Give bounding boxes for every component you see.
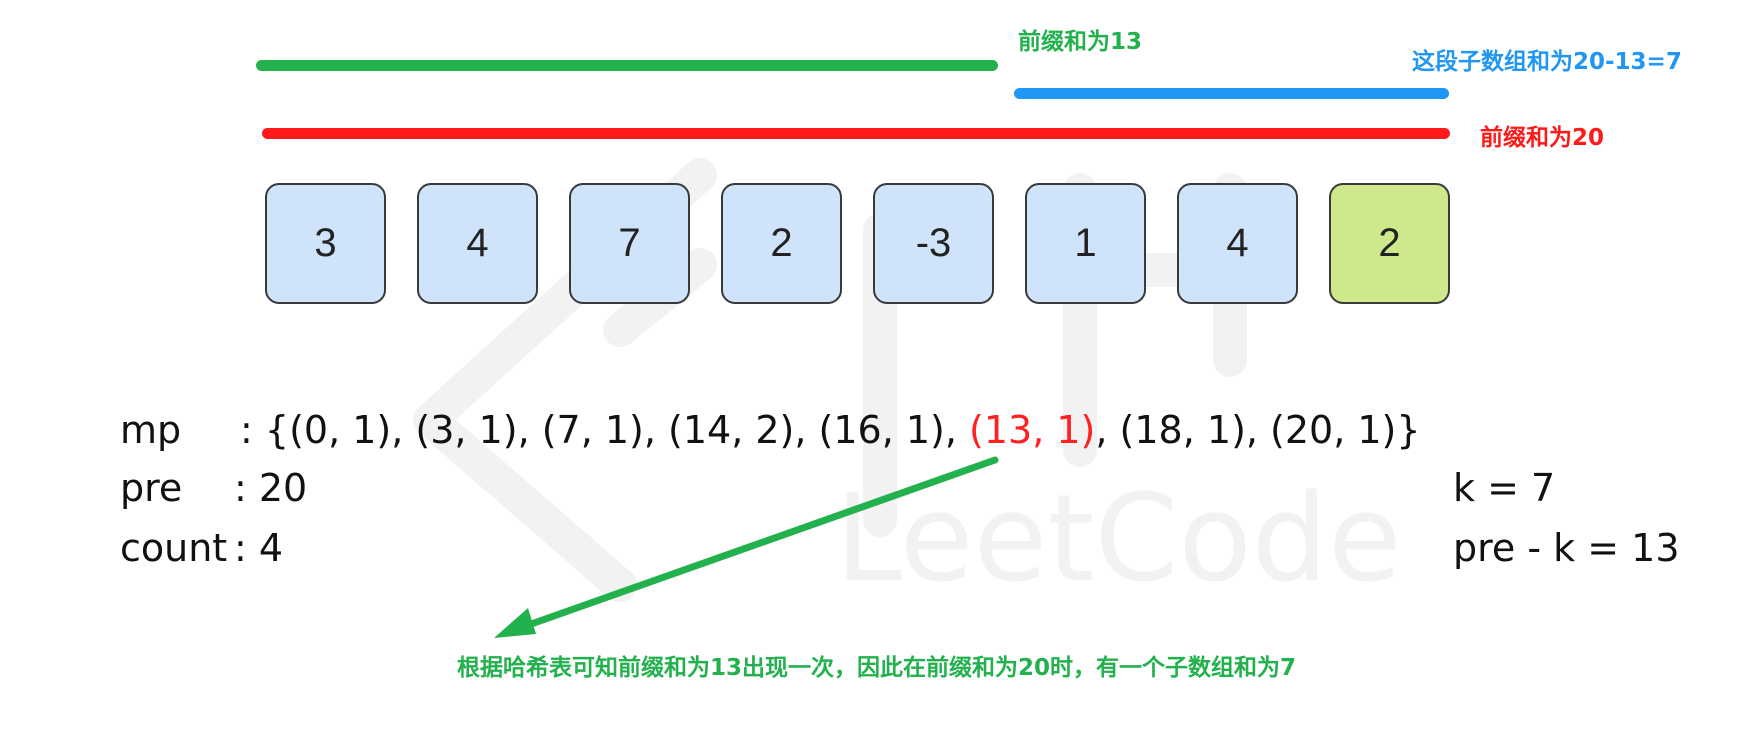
array-cell: 1 xyxy=(1025,183,1146,304)
mp-label: mp xyxy=(120,408,182,452)
explanation-note: 根据哈希表可知前缀和为13出现一次，因此在前缀和为20时，有一个子数组和为7 xyxy=(457,655,1297,681)
array-cell: -3 xyxy=(873,183,994,304)
watermark-text: LeetCode xyxy=(835,470,1402,609)
prefix-20-label: 前缀和为20 xyxy=(1480,125,1605,151)
pre-value: : 20 xyxy=(234,466,308,510)
mp-separator: : xyxy=(240,408,253,452)
count-value: : 4 xyxy=(234,526,284,570)
pre-line: pre : 20 xyxy=(120,466,307,510)
array-cell: 7 xyxy=(569,183,690,304)
array-cell: 4 xyxy=(1177,183,1298,304)
prefix-13-label: 前缀和为13 xyxy=(1018,29,1143,55)
prefix-13-bar xyxy=(256,60,998,71)
count-label: count xyxy=(120,526,228,570)
array-cell: 4 xyxy=(417,183,538,304)
subarray-7-bar xyxy=(1014,88,1449,99)
mp-entries-rest: , (18, 1), (20, 1)} xyxy=(1095,408,1421,452)
prefix-20-bar xyxy=(262,128,1450,139)
array-cell: 3 xyxy=(265,183,386,304)
array-cell-current: 2 xyxy=(1329,183,1450,304)
mp-line: mp: {(0, 1), (3, 1), (7, 1), (14, 2), (1… xyxy=(120,408,1421,452)
mp-entries: {(0, 1), (3, 1), (7, 1), (14, 2), (16, 1… xyxy=(264,408,970,452)
count-line: count: 4 xyxy=(120,526,283,570)
array-row: 3 4 7 2 -3 1 4 2 xyxy=(265,183,1455,306)
mp-highlight-entry: (13, 1) xyxy=(969,408,1096,452)
array-cell: 2 xyxy=(721,183,842,304)
pre-minus-k: pre - k = 13 xyxy=(1453,526,1680,570)
subarray-sum-label: 这段子数组和为20-13=7 xyxy=(1412,49,1682,75)
pre-label: pre xyxy=(120,466,183,510)
k-value: k = 7 xyxy=(1453,466,1556,510)
